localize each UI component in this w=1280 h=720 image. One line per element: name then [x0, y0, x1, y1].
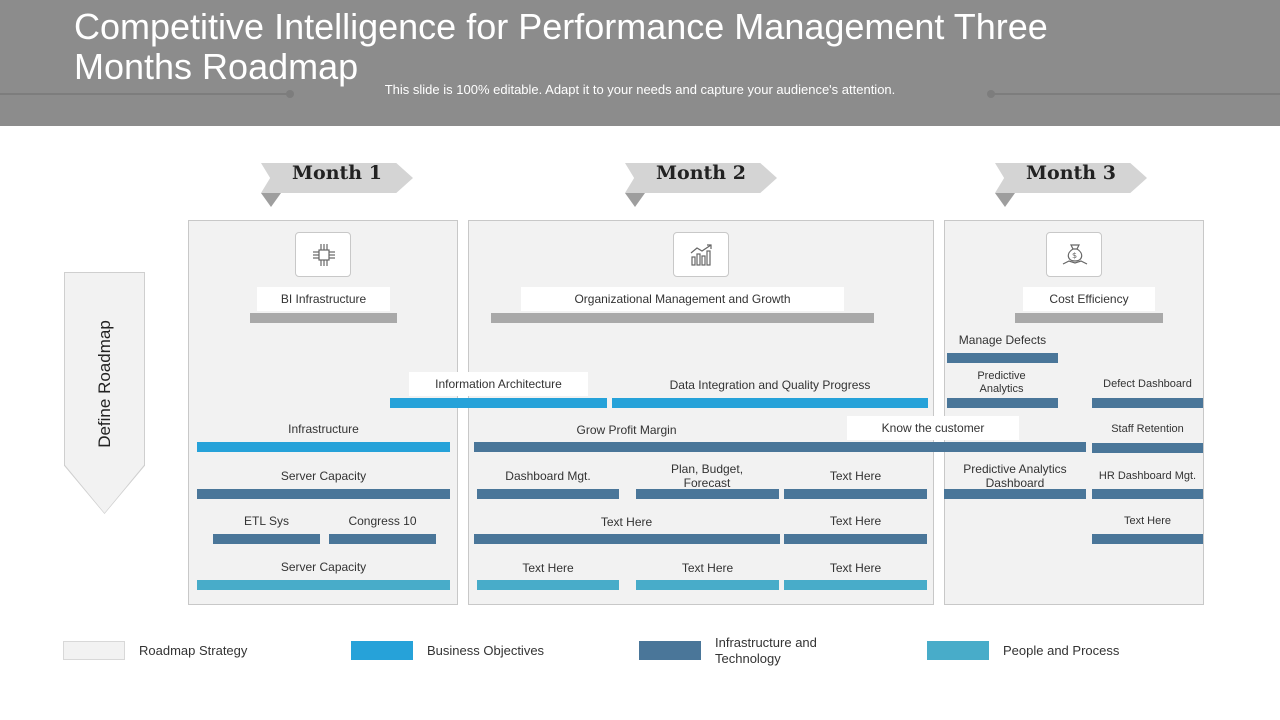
- legend-label-people-process: People and Process: [1003, 643, 1120, 658]
- defect-dashboard-bar: [1092, 398, 1203, 408]
- defect-dashboard-label: Defect Dashboard: [1103, 378, 1192, 390]
- svg-text:$: $: [1072, 251, 1077, 260]
- text-here-label-4: Text Here: [522, 561, 574, 575]
- bi-infrastructure-heading: BI Infrastructure: [257, 287, 390, 311]
- congress-label: Congress 10: [348, 514, 417, 528]
- bi-infrastructure-bar: [250, 313, 397, 323]
- grow-profit-bar: [474, 442, 1086, 452]
- infrastructure-bar: [197, 442, 450, 452]
- define-roadmap-label: Define Roadmap: [95, 320, 114, 448]
- legend-swatch-business-objectives: [351, 641, 413, 660]
- etl-sys-label: ETL Sys: [244, 514, 289, 528]
- org-management-bar: [491, 313, 874, 323]
- text-here-label-2: Text Here: [600, 515, 653, 529]
- text-here-bar-3: [784, 534, 927, 544]
- server-capacity-label-2: Server Capacity: [280, 560, 367, 574]
- data-integration-label: Data Integration and Quality Progress: [669, 378, 871, 392]
- know-customer-heading: Know the customer: [847, 416, 1019, 440]
- month-3-ribbon: [995, 163, 1147, 193]
- header-dot-left: [286, 90, 294, 98]
- predictive-analytics-bar: [947, 398, 1058, 408]
- server-capacity-label-1: Server Capacity: [280, 469, 367, 483]
- text-here-label-7: Text Here: [1123, 515, 1172, 527]
- month-3-icon-box: $: [1046, 232, 1102, 277]
- month-1-ribbon: [261, 163, 413, 193]
- grow-profit-label: Grow Profit Margin: [576, 423, 677, 437]
- month-2-icon-box: [673, 232, 729, 277]
- month-1-fold: [261, 193, 281, 207]
- predictive-analytics-label: Predictive Analytics: [977, 370, 1026, 395]
- legend-swatch-people-process: [927, 641, 989, 660]
- circuit-icon: [313, 244, 335, 266]
- month-2-panel: [468, 220, 934, 605]
- page-subtitle: This slide is 100% editable. Adapt it to…: [384, 82, 896, 97]
- legend-swatch-infrastructure-technology: [639, 641, 701, 660]
- month-1-panel: [188, 220, 458, 605]
- manage-defects-label: Manage Defects: [958, 333, 1047, 347]
- month-1-icon-box: [295, 232, 351, 277]
- header-dot-right: [987, 90, 995, 98]
- server-capacity-bar-2: [197, 580, 450, 590]
- staff-retention-label: Staff Retention: [1111, 423, 1184, 435]
- header-band: [0, 0, 1280, 126]
- text-here-bar-5: [636, 580, 779, 590]
- month-2-ribbon: [625, 163, 777, 193]
- page-title: Competitive Intelligence for Performance…: [74, 6, 1048, 87]
- cost-efficiency-bar: [1015, 313, 1163, 323]
- text-here-label-1: Text Here: [829, 469, 882, 483]
- dashboard-mgt-bar: [477, 489, 619, 499]
- text-here-bar-7: [1092, 534, 1203, 544]
- staff-retention-bar: [1092, 443, 1203, 453]
- month-2-fold: [625, 193, 645, 207]
- header-divider-right: [990, 93, 1280, 95]
- text-here-bar-4: [477, 580, 619, 590]
- plan-budget-label: Plan, Budget, Forecast: [670, 462, 744, 490]
- text-here-label-3: Text Here: [829, 514, 882, 528]
- month-3-label: Month 3: [1026, 162, 1116, 184]
- hr-dashboard-label: HR Dashboard Mgt.: [1098, 470, 1197, 482]
- legend-swatch-roadmap-strategy: [63, 641, 125, 660]
- legend-label-roadmap-strategy: Roadmap Strategy: [139, 643, 248, 658]
- text-here-bar-1: [784, 489, 927, 499]
- etl-sys-bar: [213, 534, 320, 544]
- header-divider-left: [0, 93, 290, 95]
- money-bag-icon: $: [1062, 244, 1088, 265]
- dashboard-mgt-label: Dashboard Mgt.: [505, 469, 591, 483]
- legend-label-infrastructure-technology: Infrastructure and Technology: [715, 635, 817, 666]
- month-3-panel: [944, 220, 1204, 605]
- define-roadmap-arrow: [65, 273, 144, 513]
- org-management-heading: Organizational Management and Growth: [521, 287, 844, 311]
- data-integration-bar: [612, 398, 928, 408]
- information-architecture-heading: Information Architecture: [409, 372, 588, 396]
- month-2-label: Month 2: [656, 162, 746, 184]
- text-here-bar-6: [784, 580, 927, 590]
- plan-budget-bar: [636, 489, 779, 499]
- hr-dashboard-bar: [1092, 489, 1203, 499]
- text-here-label-5: Text Here: [681, 561, 734, 575]
- server-capacity-bar-1: [197, 489, 450, 499]
- cost-efficiency-heading: Cost Efficiency: [1023, 287, 1155, 311]
- month-1-label: Month 1: [292, 162, 382, 184]
- predictive-dashboard-bar: [944, 489, 1086, 499]
- legend-label-business-objectives: Business Objectives: [427, 643, 545, 658]
- growth-chart-icon: [690, 244, 712, 266]
- month-3-fold: [995, 193, 1015, 207]
- information-architecture-bar: [390, 398, 607, 408]
- manage-defects-bar: [947, 353, 1058, 363]
- congress-bar: [329, 534, 436, 544]
- text-here-label-6: Text Here: [829, 561, 882, 575]
- predictive-dashboard-label: Predictive Analytics Dashboard: [963, 462, 1067, 490]
- infrastructure-label: Infrastructure: [288, 422, 359, 436]
- text-here-bar-2: [474, 534, 780, 544]
